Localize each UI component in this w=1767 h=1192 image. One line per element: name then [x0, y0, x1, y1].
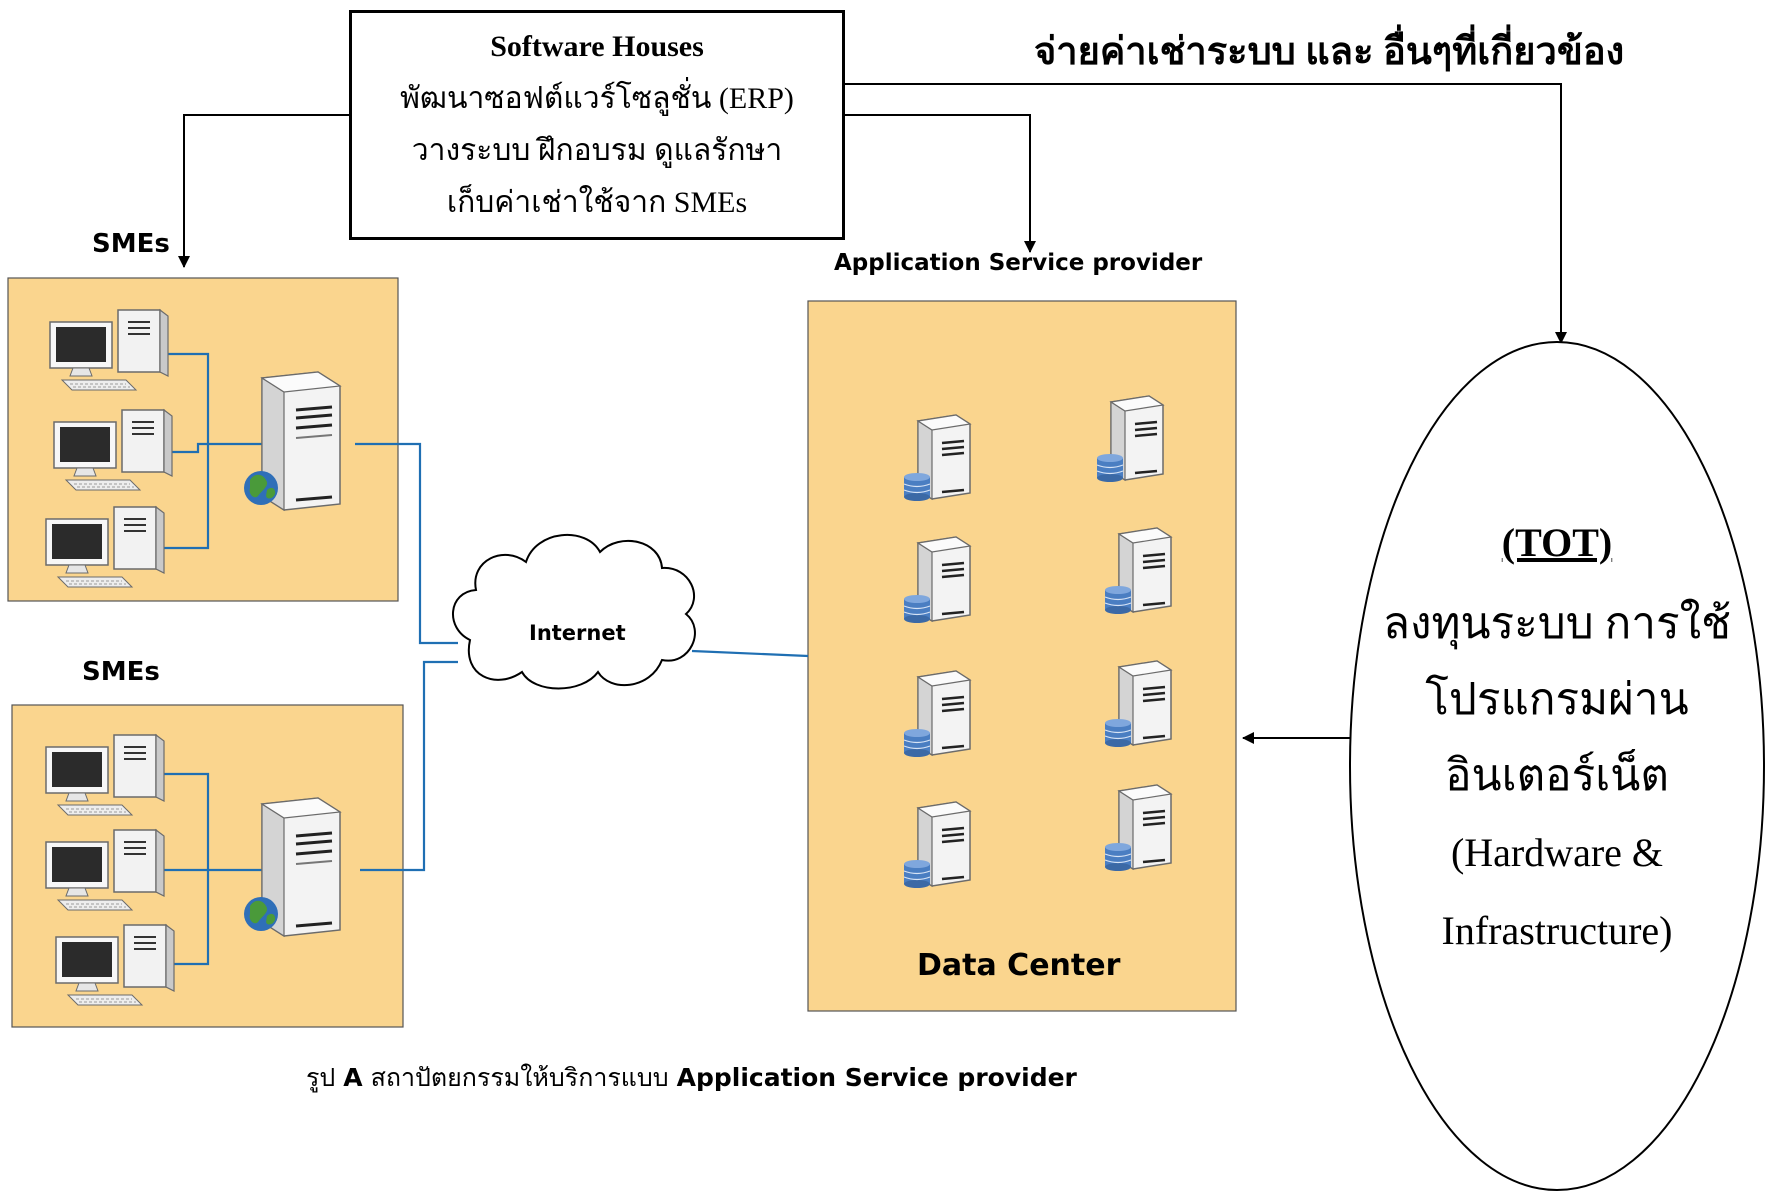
software-houses-box: Software Houses พัฒนาซอฟต์แวร์โซลูชั่น (…: [349, 10, 845, 240]
caption-letter: A: [343, 1063, 363, 1092]
tot-ellipse: [1349, 341, 1765, 1191]
smes-top-label: SMEs: [92, 229, 170, 259]
arrow-to-tot: [845, 83, 1567, 344]
arrow-to-smes: [178, 114, 349, 268]
data-center-panel: [807, 300, 1237, 1012]
software-houses-line-1: พัฒนาซอฟต์แวร์โซลูชั่น (ERP): [400, 82, 794, 115]
internet-label: Internet: [529, 621, 626, 645]
caption-prefix: รูป: [306, 1063, 336, 1092]
internet-cloud-icon: [452, 533, 696, 690]
figure-caption: รูป A สถาปัตยกรรมให้บริการแบบ Applicatio…: [306, 1058, 1077, 1098]
tot-title: (TOT): [1501, 520, 1613, 565]
caption-english: Application Service provider: [676, 1063, 1077, 1092]
tot-text-block: (TOT) ลงทุนระบบ การใช้ โปรแกรมผ่าน อินเต…: [1349, 340, 1765, 1190]
software-houses-line-2: วางระบบ ฝึกอบรม ดูแลรักษา: [411, 134, 783, 167]
tot-line-5: Infrastructure): [1441, 908, 1673, 953]
internet-to-datacenter-link: [691, 649, 809, 658]
data-center-label: Data Center: [917, 948, 1121, 983]
tot-line-3: อินเตอร์เน็ต: [1445, 751, 1669, 800]
payment-note: จ่ายค่าเช่าระบบ และ อื่นๆที่เกี่ยวข้อง: [1034, 31, 1625, 73]
software-houses-line-3: เก็บค่าเช่าใช้จาก SMEs: [446, 186, 748, 219]
asp-label: Application Service provider: [834, 250, 1203, 276]
arrow-to-asp: [845, 114, 1036, 253]
tot-line-4: (Hardware &: [1450, 830, 1664, 875]
caption-thai: สถาปัตยกรรมให้บริการแบบ: [370, 1063, 669, 1092]
tot-line-2: โปรแกรมผ่าน: [1425, 675, 1689, 724]
tot-line-1: ลงทุนระบบ การใช้: [1383, 599, 1731, 648]
software-houses-title: Software Houses: [490, 30, 704, 63]
smes-bottom-label: SMEs: [82, 657, 160, 687]
